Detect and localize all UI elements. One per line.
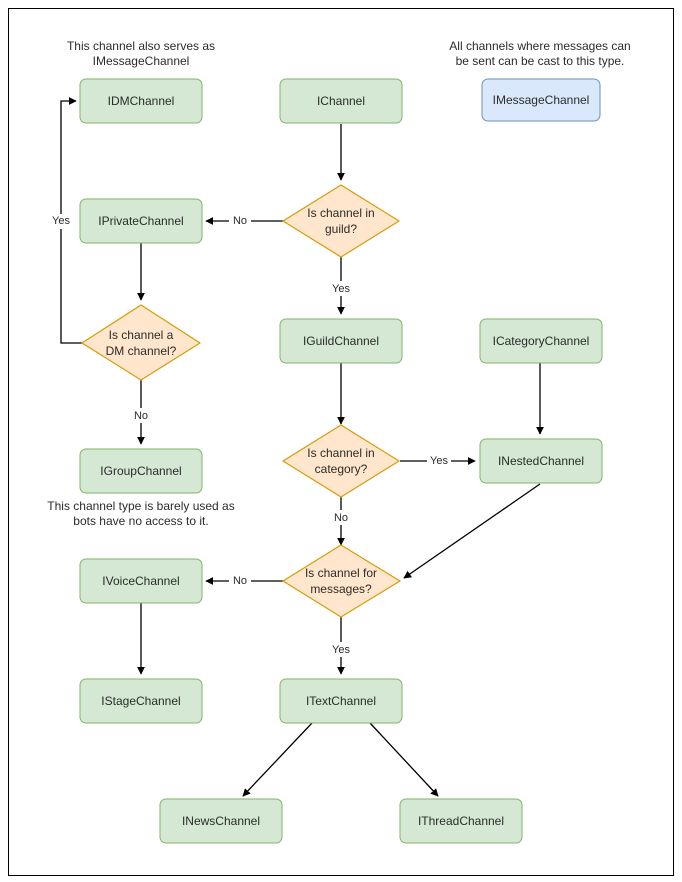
- node-question-is-channel-for-messages[interactable]: Is channel for messages?: [282, 544, 401, 618]
- node-inewschannel[interactable]: INewsChannel: [159, 798, 283, 844]
- edge-label-category-yes: Yes: [430, 455, 448, 467]
- node-inestedchannel[interactable]: INestedChannel: [479, 438, 603, 484]
- note-group-line2: bots have no access to it.: [73, 514, 208, 528]
- node-iguildchannel-label: IGuildChannel: [303, 334, 379, 348]
- note-message-line1: All channels where messages can: [449, 39, 630, 53]
- node-inestedchannel-label: INestedChannel: [498, 454, 584, 468]
- edge-itextchannel-to-ithreadchannel: [369, 722, 439, 797]
- edge-label-messages-yes: Yes: [332, 644, 350, 656]
- node-itextchannel-label: ITextChannel: [306, 694, 376, 708]
- note-message-line2: be sent can be cast to this type.: [456, 54, 625, 68]
- edge-label-messages-no: No: [233, 575, 247, 587]
- note-group-line1: This channel type is barely used as: [47, 499, 234, 513]
- node-idmchannel[interactable]: IDMChannel: [79, 78, 203, 124]
- node-inewschannel-label: INewsChannel: [182, 814, 260, 828]
- edge-itextchannel-to-inewschannel: [242, 722, 313, 797]
- node-imessagechannel-label: IMessageChannel: [493, 93, 590, 107]
- node-ichannel[interactable]: IChannel: [279, 78, 403, 124]
- annotation-layer: This channel also serves as IMessageChan…: [47, 39, 630, 528]
- question-is-channel-for-messages-line2: messages?: [310, 582, 372, 596]
- node-ichannel-label: IChannel: [317, 94, 365, 108]
- node-ithreadchannel[interactable]: IThreadChannel: [399, 798, 523, 844]
- question-is-channel-in-guild-line2: guild?: [325, 222, 357, 236]
- node-idmchannel-label: IDMChannel: [108, 94, 175, 108]
- note-dm-line2: IMessageChannel: [93, 54, 190, 68]
- node-icategorychannel-label: ICategoryChannel: [493, 334, 590, 348]
- edge-label-layer: No Yes Yes No Yes No No Yes: [50, 213, 451, 657]
- node-iguildchannel[interactable]: IGuildChannel: [279, 318, 403, 364]
- node-istagechannel-label: IStageChannel: [101, 694, 180, 708]
- node-imessagechannel[interactable]: IMessageChannel: [481, 78, 601, 122]
- node-iprivatechannel-label: IPrivateChannel: [98, 214, 183, 228]
- node-istagechannel[interactable]: IStageChannel: [79, 678, 203, 724]
- question-is-channel-in-category-line1: Is channel in: [307, 446, 374, 460]
- node-layer: IDMChannel IChannel IMessageChannel IPri…: [79, 78, 603, 844]
- node-itextchannel[interactable]: ITextChannel: [279, 678, 403, 724]
- question-is-channel-for-messages-line1: Is channel for: [305, 566, 377, 580]
- node-question-is-channel-a-dm-channel[interactable]: Is channel a DM channel?: [81, 304, 201, 381]
- node-question-is-channel-in-category[interactable]: Is channel in category?: [282, 424, 400, 498]
- edge-label-dm-yes: Yes: [52, 215, 70, 227]
- node-ivoicechannel-label: IVoiceChannel: [102, 574, 179, 588]
- edge-label-dm-no: No: [134, 410, 148, 422]
- edge-label-category-no: No: [334, 512, 348, 524]
- question-is-channel-a-dm-channel-line2: DM channel?: [106, 344, 177, 358]
- edge-inestedchannel-to-messages-question: [403, 483, 541, 579]
- question-is-channel-in-guild-line1: Is channel in: [307, 206, 374, 220]
- node-question-is-channel-in-guild[interactable]: Is channel in guild?: [282, 184, 400, 258]
- edge-label-guild-yes: Yes: [332, 283, 350, 295]
- question-is-channel-in-category-line2: category?: [315, 462, 368, 476]
- node-igroupchannel[interactable]: IGroupChannel: [79, 448, 203, 494]
- node-ivoicechannel[interactable]: IVoiceChannel: [79, 558, 203, 604]
- node-icategorychannel[interactable]: ICategoryChannel: [479, 318, 603, 364]
- node-iprivatechannel[interactable]: IPrivateChannel: [79, 198, 203, 244]
- question-is-channel-a-dm-channel-line1: Is channel a: [109, 328, 174, 342]
- edge-label-guild-no: No: [233, 215, 247, 227]
- note-dm-line1: This channel also serves as: [67, 39, 215, 53]
- node-igroupchannel-label: IGroupChannel: [100, 464, 181, 478]
- node-ithreadchannel-label: IThreadChannel: [418, 814, 504, 828]
